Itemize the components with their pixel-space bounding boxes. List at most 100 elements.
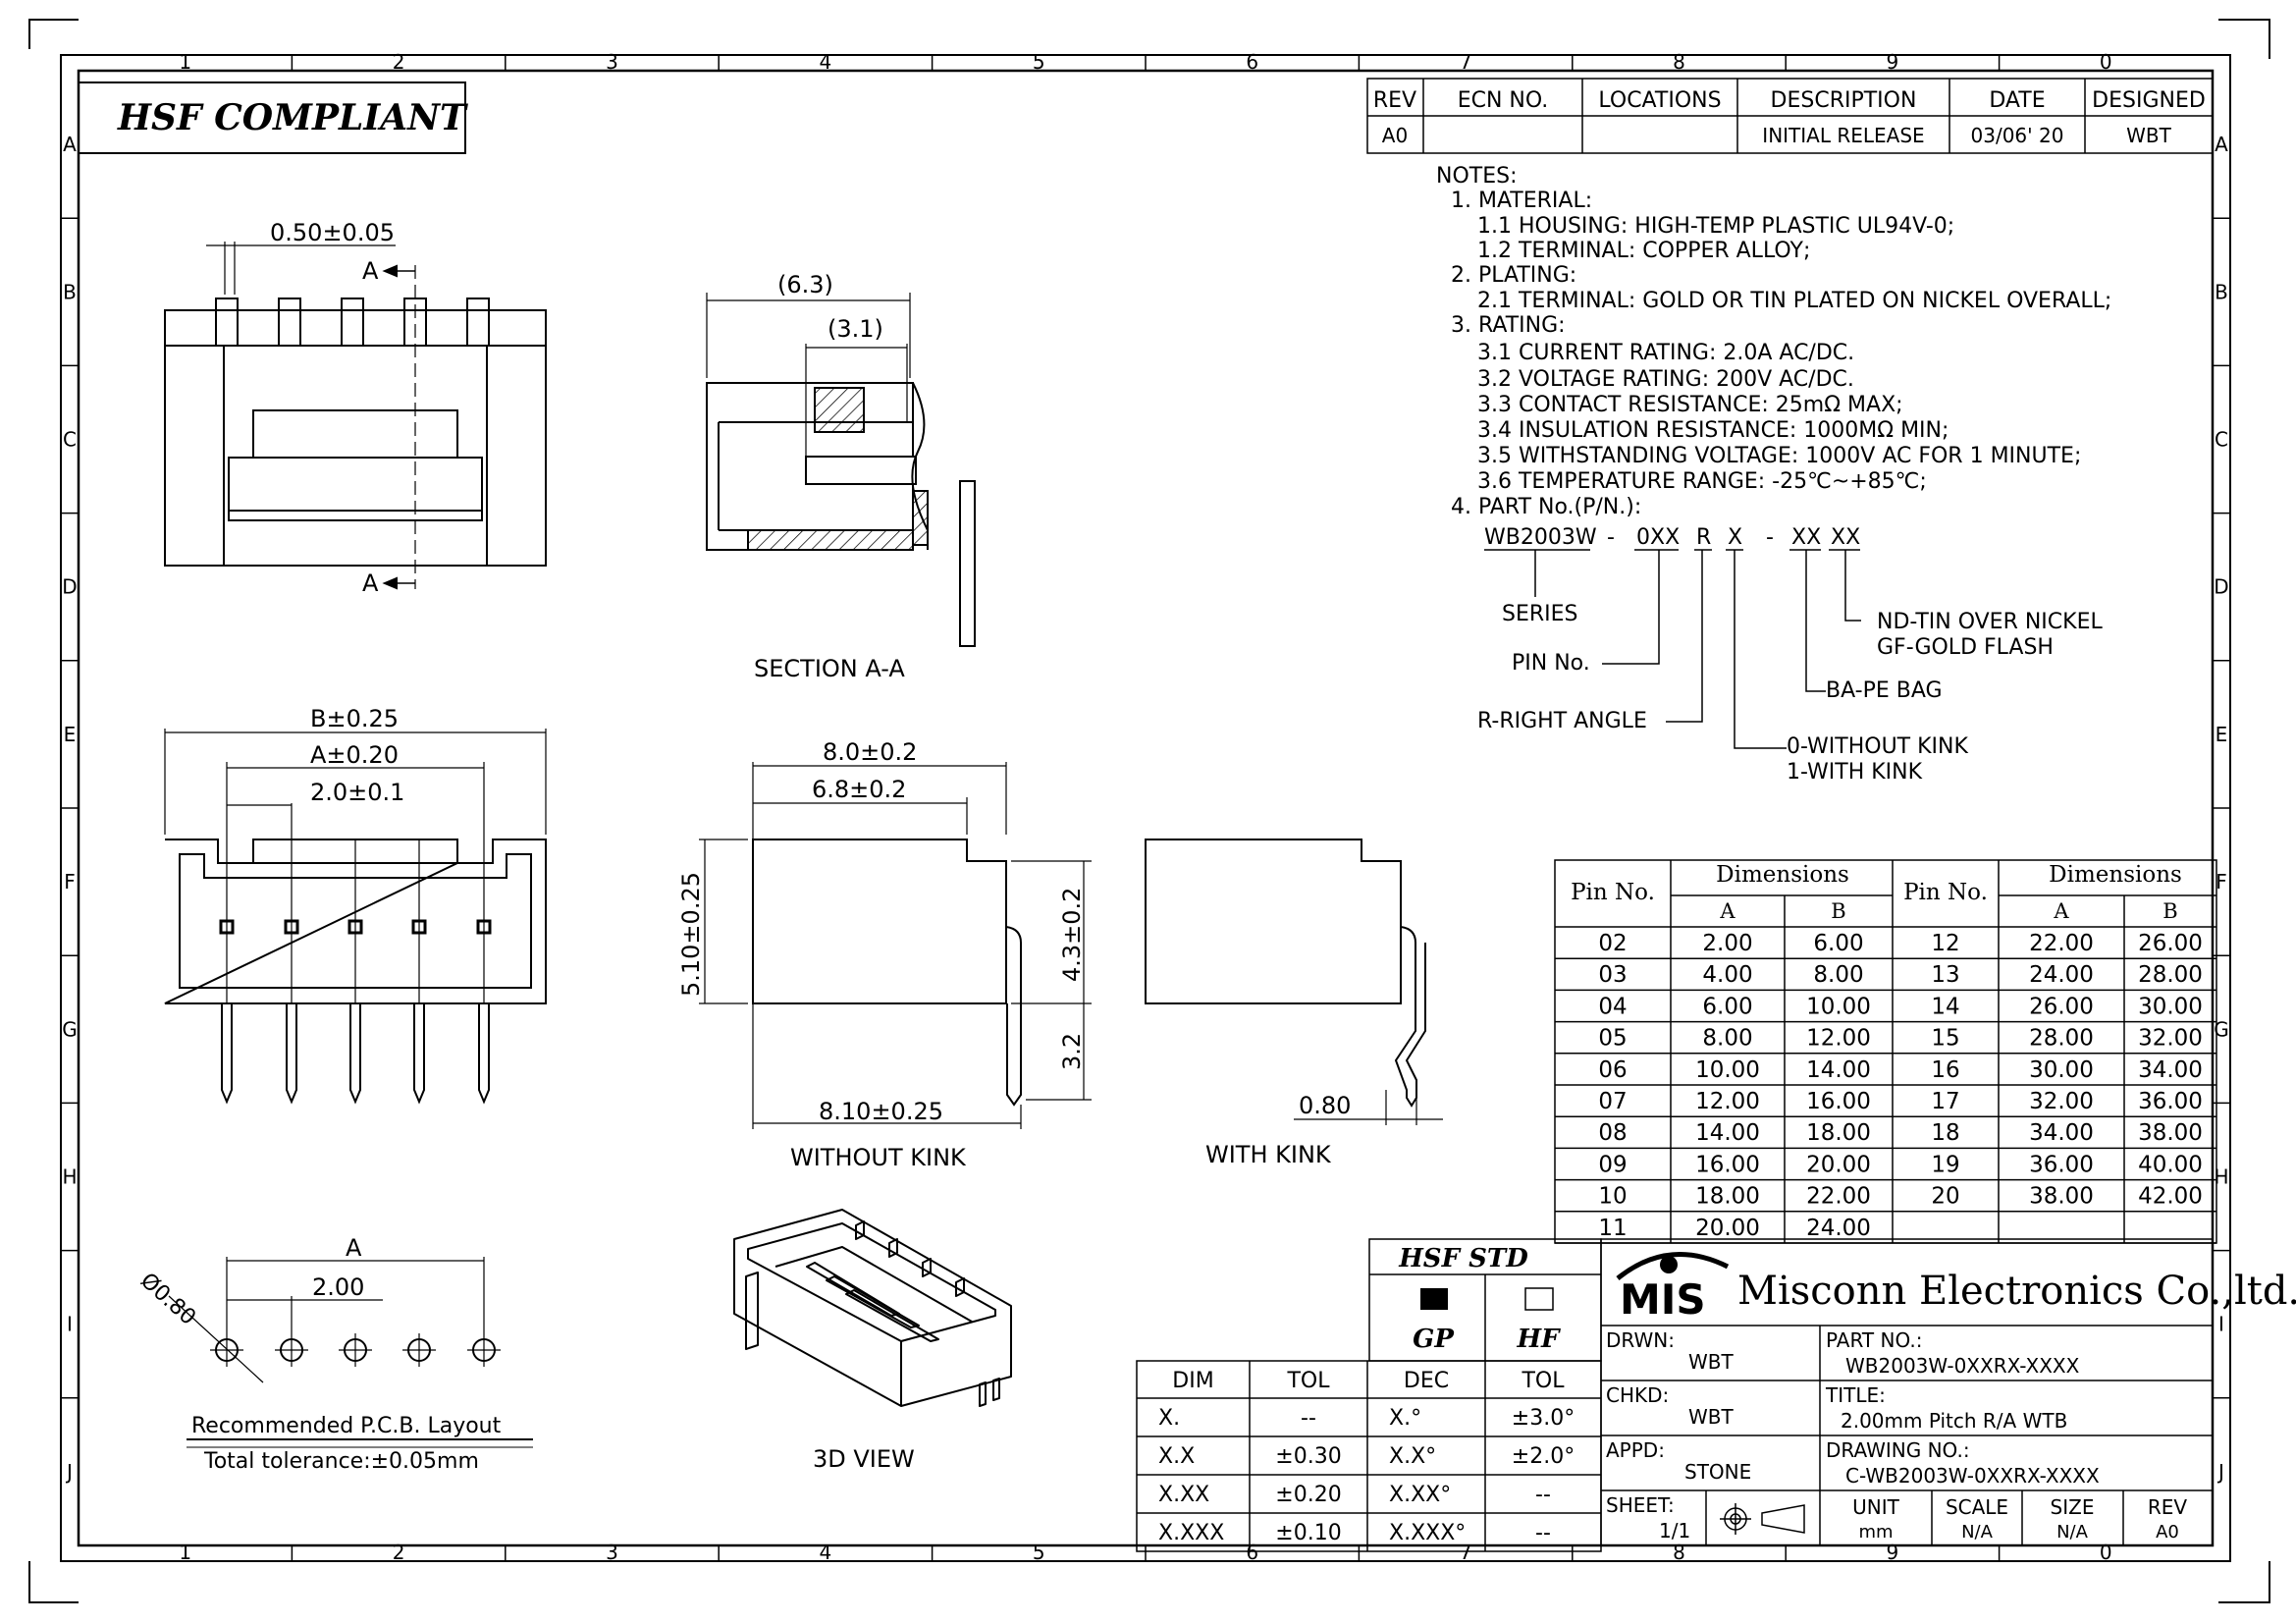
table-cell: 10.00 (1806, 994, 1871, 1019)
pn-part: - (1607, 525, 1615, 550)
row-label: G (2214, 1017, 2229, 1041)
table-cell: 22.00 (2029, 931, 2094, 956)
row-label: J (65, 1460, 73, 1484)
row-label: A (2215, 133, 2228, 156)
tol-cell: X.XXX (1158, 1521, 1224, 1545)
tol-cell: X.X° (1389, 1444, 1436, 1469)
table-cell: 30.00 (2138, 994, 2203, 1019)
table-cell: 07 (1598, 1089, 1627, 1114)
tol-cell: X.X (1158, 1444, 1195, 1469)
pn-part: XX (1791, 525, 1821, 550)
table-cell: 38.00 (2029, 1184, 2094, 1210)
row-label: H (2214, 1165, 2228, 1189)
with-kink-label: WITH KINK (1205, 1141, 1332, 1168)
without-kink-label: WITHOUT KINK (790, 1144, 967, 1171)
side-view-without-kink (699, 762, 1092, 1129)
table-cell: 26.00 (2029, 994, 2094, 1019)
tol-header: DEC (1404, 1369, 1449, 1393)
column-label: 7 (1460, 50, 1472, 74)
row-label: E (2216, 723, 2228, 746)
frame-ticks (61, 55, 2230, 1561)
table-cell: 17 (1931, 1089, 1959, 1114)
pn-kink-1: 1-WITH KINK (1787, 760, 1923, 785)
table-cell: 12.00 (1695, 1089, 1760, 1114)
notes-line: 1. MATERIAL: (1451, 189, 1592, 213)
table-cell: 11 (1598, 1216, 1627, 1241)
pn-part: X (1728, 525, 1742, 550)
rev-label: REV (2148, 1495, 2188, 1519)
tol-header: TOL (1521, 1369, 1565, 1393)
notes-line: 2. PLATING: (1451, 263, 1576, 288)
pcb-pitch-dim: 2.00 (312, 1273, 364, 1301)
table-cell: 34.00 (2138, 1057, 2203, 1083)
notes-line: 3.1 CURRENT RATING: 2.0A AC/DC. (1477, 341, 1854, 365)
title-value: 2.00mm Pitch R/A WTB (1841, 1409, 2067, 1433)
section-dim-outer: (6.3) (777, 271, 833, 298)
pn-part: WB2003W (1484, 525, 1597, 550)
column-label: 3 (606, 1541, 618, 1564)
table-cell: 16 (1931, 1057, 1959, 1083)
date-value: 03/06' 20 (1971, 124, 2064, 147)
tol-cell: -- (1301, 1406, 1316, 1431)
section-dim-inner: (3.1) (828, 315, 883, 343)
tol-cell: -- (1535, 1483, 1551, 1507)
description-value: INITIAL RELEASE (1762, 124, 1924, 147)
hf-label: HF (1516, 1325, 1561, 1354)
locations-header: LOCATIONS (1598, 88, 1721, 113)
3d-view (733, 1209, 1012, 1407)
top-view (164, 242, 547, 590)
tol-cell: X.° (1389, 1406, 1421, 1431)
row-label: D (62, 575, 77, 599)
projection-symbol-icon (1720, 1503, 1805, 1535)
notes-line: 1.1 HOUSING: HIGH-TEMP PLASTIC UL94V-0; (1477, 214, 1954, 239)
table-cell: 6.00 (1813, 931, 1863, 956)
column-label: 0 (2100, 1541, 2112, 1564)
front-dim-b: B±0.25 (310, 705, 399, 732)
part-value: WB2003W-0XXRX-XXXX (1845, 1354, 2080, 1378)
rev-value: A0 (1382, 124, 1408, 147)
table-cell: 18 (1931, 1120, 1959, 1146)
table-cell: 15 (1931, 1026, 1959, 1052)
table-cell: 26.00 (2138, 931, 2203, 956)
table-cell: 30.00 (2029, 1057, 2094, 1083)
size-label: SIZE (2051, 1495, 2095, 1519)
column-label: 9 (1887, 1541, 1899, 1564)
section-label: SECTION A-A (754, 655, 905, 682)
row-label: F (2216, 870, 2227, 893)
tol-cell: ±2.0° (1512, 1444, 1575, 1469)
notes-line: 3.6 TEMPERATURE RANGE: -25℃~+85℃; (1477, 469, 1927, 494)
designed-value: WBT (2126, 124, 2171, 147)
dim-header-right: Dimensions (2049, 862, 2182, 888)
pn-part: - (1766, 525, 1774, 550)
row-label: I (67, 1313, 73, 1336)
rev-value-block: A0 (2156, 1522, 2179, 1543)
table-cell: 02 (1598, 931, 1627, 956)
column-label: 6 (1246, 50, 1258, 74)
column-label: 2 (393, 50, 405, 74)
hsf-compliant-box (78, 81, 466, 154)
table-cell: 8.00 (1702, 1026, 1752, 1052)
sheet-value: 1/1 (1659, 1519, 1690, 1543)
pcb-title: Recommended P.C.B. Layout (191, 1414, 502, 1438)
row-label: H (62, 1165, 77, 1189)
table-cell: 38.00 (2138, 1120, 2203, 1146)
column-label: 0 (2100, 50, 2112, 74)
tol-cell: X.XXX° (1389, 1521, 1466, 1545)
tol-cell: -- (1535, 1521, 1551, 1545)
column-label: 9 (1887, 50, 1899, 74)
column-label: 3 (606, 50, 618, 74)
column-label: 4 (820, 1541, 832, 1564)
pn-right-angle: R-RIGHT ANGLE (1477, 709, 1647, 733)
notes-line: NOTES: (1436, 164, 1518, 189)
row-label: J (2216, 1460, 2224, 1484)
3d-view-label: 3D VIEW (813, 1445, 915, 1473)
side-dim-32: 3.2 (1058, 1033, 1086, 1070)
row-label: I (2218, 1313, 2224, 1336)
table-cell: 20.00 (1695, 1216, 1760, 1241)
pcb-tolerance: Total tolerance:±0.05mm (203, 1449, 479, 1474)
row-label: B (63, 280, 77, 303)
notes-line: 3.3 CONTACT RESISTANCE: 25mΩ MAX; (1477, 393, 1903, 417)
column-label: 4 (820, 50, 832, 74)
row-label: C (2215, 428, 2228, 452)
